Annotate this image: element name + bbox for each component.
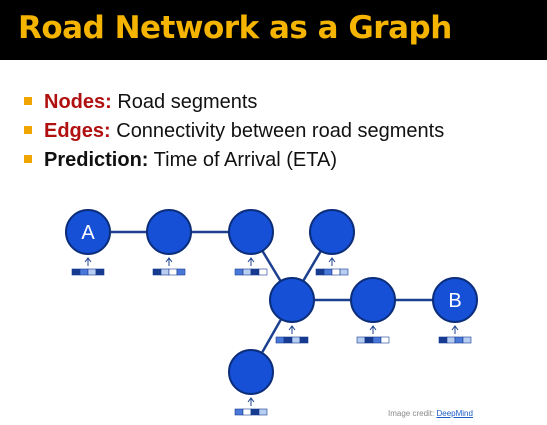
feature-cell bbox=[291, 336, 301, 344]
feature-cell bbox=[160, 268, 170, 276]
graph-node bbox=[146, 209, 192, 255]
feature-cell bbox=[446, 336, 456, 344]
feature-arrowhead bbox=[328, 257, 336, 263]
feature-cell bbox=[87, 268, 97, 276]
graph-node bbox=[228, 209, 274, 255]
bullet-term: Nodes: bbox=[44, 91, 112, 113]
feature-arrowhead bbox=[369, 325, 377, 331]
feature-cell bbox=[454, 336, 464, 344]
feature-cell bbox=[438, 336, 448, 344]
feature-cell bbox=[258, 268, 268, 276]
feature-cell bbox=[71, 268, 81, 276]
feature-cell bbox=[372, 336, 382, 344]
feature-cell bbox=[299, 336, 309, 344]
bullet-term: Prediction: bbox=[44, 149, 149, 171]
node-label: B bbox=[448, 290, 461, 312]
graph-node bbox=[65, 209, 111, 255]
feature-arrowhead bbox=[165, 257, 173, 263]
feature-cell bbox=[176, 268, 186, 276]
feature-arrowhead bbox=[84, 257, 92, 263]
feature-arrowhead bbox=[247, 257, 255, 263]
image-credit: Image credit: DeepMind bbox=[388, 409, 473, 418]
feature-cell bbox=[168, 268, 178, 276]
feature-cell bbox=[242, 268, 252, 276]
bullet-text: Connectivity between road segments bbox=[110, 120, 445, 142]
feature-cell bbox=[339, 268, 349, 276]
credit-link[interactable]: DeepMind bbox=[436, 409, 473, 418]
feature-arrowhead bbox=[288, 325, 296, 331]
feature-cell bbox=[234, 408, 244, 416]
feature-cell bbox=[258, 408, 268, 416]
feature-cell bbox=[283, 336, 293, 344]
feature-arrowhead bbox=[247, 397, 255, 403]
feature-cell bbox=[462, 336, 472, 344]
bullet-term: Edges: bbox=[44, 120, 111, 142]
feature-arrowhead bbox=[451, 325, 459, 331]
bullet-square-icon bbox=[24, 155, 32, 163]
node-feature-vectors bbox=[71, 257, 472, 416]
feature-cell bbox=[331, 268, 341, 276]
title-bar: Road Network as a Graph bbox=[0, 0, 547, 60]
graph-node bbox=[269, 277, 315, 323]
bullet-edges: Edges: Connectivity between road segment… bbox=[24, 119, 444, 148]
feature-cell bbox=[356, 336, 366, 344]
feature-cell bbox=[250, 268, 260, 276]
feature-cell bbox=[364, 336, 374, 344]
graph-node bbox=[228, 349, 274, 395]
feature-cell bbox=[250, 408, 260, 416]
bullet-text: Road segments bbox=[111, 91, 258, 113]
slide-title: Road Network as a Graph bbox=[18, 10, 452, 46]
feature-cell bbox=[315, 268, 325, 276]
node-label: A bbox=[81, 222, 95, 244]
graph-node bbox=[309, 209, 355, 255]
graph-node bbox=[350, 277, 396, 323]
feature-cell bbox=[234, 268, 244, 276]
bullet-nodes: Nodes: Road segments bbox=[24, 90, 444, 119]
bullet-prediction: Prediction: Time of Arrival (ETA) bbox=[24, 148, 444, 177]
bullet-list: Nodes: Road segments Edges: Connectivity… bbox=[24, 90, 444, 177]
feature-cell bbox=[79, 268, 89, 276]
feature-cell bbox=[323, 268, 333, 276]
bullet-text: Time of Arrival (ETA) bbox=[148, 149, 337, 171]
feature-cell bbox=[152, 268, 162, 276]
feature-cell bbox=[95, 268, 105, 276]
feature-cell bbox=[242, 408, 252, 416]
feature-cell bbox=[275, 336, 285, 344]
feature-cell bbox=[380, 336, 390, 344]
graph-nodes: AB bbox=[65, 209, 478, 395]
bullet-square-icon bbox=[24, 97, 32, 105]
graph-node bbox=[432, 277, 478, 323]
credit-prefix: Image credit: bbox=[388, 409, 437, 418]
bullet-square-icon bbox=[24, 126, 32, 134]
